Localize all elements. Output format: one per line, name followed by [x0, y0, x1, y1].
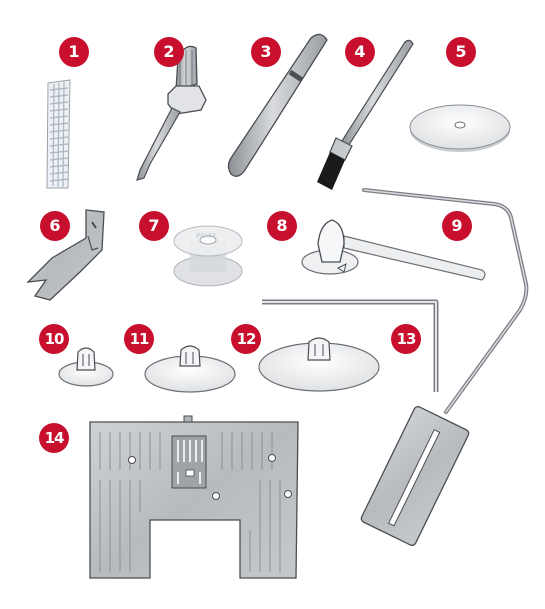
item-number-badge: 3	[251, 37, 281, 67]
lint-brush-icon	[317, 39, 414, 190]
item-number-badge: 14	[39, 423, 69, 453]
item-number-badge: 10	[39, 324, 69, 354]
bobbin-icon: PFAFF	[173, 225, 243, 287]
item-number-badge: 12	[231, 324, 261, 354]
item-number-badge: 1	[59, 37, 89, 67]
item-number-badge: 6	[40, 211, 70, 241]
item-number-badge: 5	[446, 37, 476, 67]
thread-guide-arm-icon	[360, 188, 529, 546]
bobbin-brand-text: PFAFF	[196, 232, 216, 240]
multipurpose-tool-icon	[26, 209, 105, 301]
fabric-strip-icon	[46, 79, 71, 189]
item-number-badge: 7	[139, 211, 169, 241]
edge-guide-icon	[262, 299, 439, 392]
stylus-icon	[227, 33, 328, 177]
item-number-badge: 8	[267, 211, 297, 241]
auxiliary-spool-pin-icon	[301, 219, 486, 281]
item-number-badge: 9	[442, 211, 472, 241]
spool-cap-medium-icon	[144, 345, 236, 393]
item-number-badge: 4	[345, 37, 375, 67]
item-number-badge: 11	[124, 324, 154, 354]
felt-pad-icon	[409, 104, 511, 152]
stitch-plate-icon	[89, 415, 299, 579]
spool-cap-small-icon	[58, 347, 114, 387]
item-number-badge: 13	[391, 324, 421, 354]
item-number-badge: 2	[154, 37, 184, 67]
spool-cap-large-icon	[258, 337, 380, 392]
